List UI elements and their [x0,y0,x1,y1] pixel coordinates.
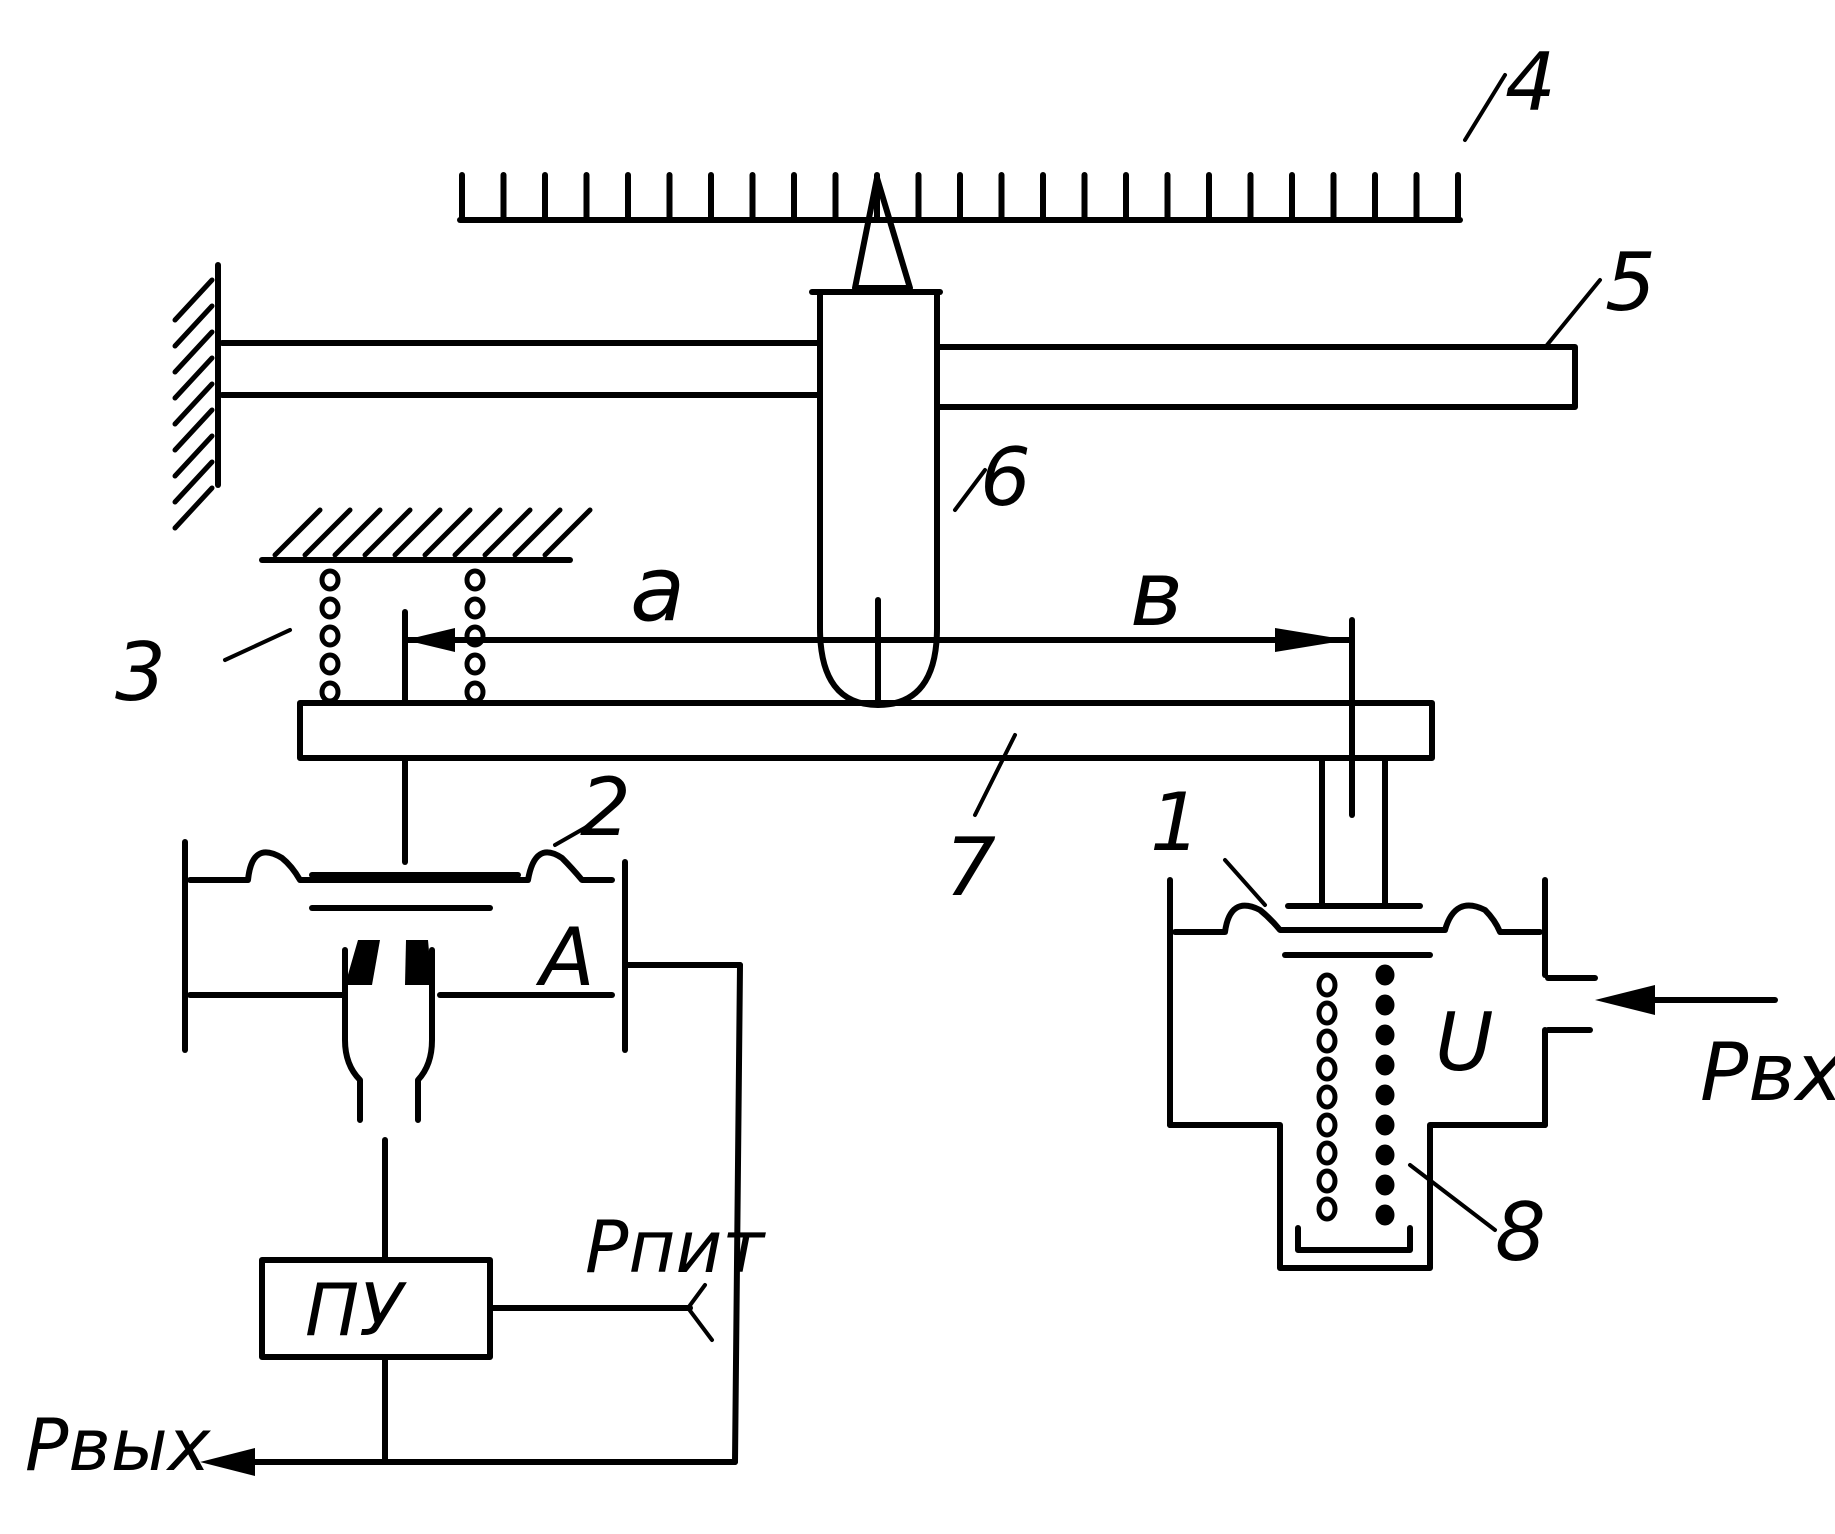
dim-arrow-left [405,628,455,652]
nozzle-right [405,940,432,985]
label-p-out: Рвых [25,1403,212,1487]
hatch-line [542,507,593,558]
bellows-2: 2 A [182,757,743,1123]
spring-coil [1316,1000,1338,1026]
hatch-line [482,507,533,558]
spring-coil [1375,1024,1395,1046]
spring-coil [1375,964,1395,986]
hatch-line [172,407,215,453]
leader-7 [973,733,1017,817]
spring-coil [1316,1028,1338,1054]
hatch-line [172,459,215,505]
spring-coil [464,652,486,676]
label-part-3: 3 [115,626,166,719]
membrane-1 [1172,902,1543,935]
spring-coil [1375,1084,1395,1106]
label-part-4: 4 [1505,36,1556,129]
spring-coil [1375,1114,1395,1136]
supply-fork [685,1283,714,1342]
pointer-tip [852,175,913,291]
leader-4 [1463,73,1507,142]
label-part-1: 1 [1150,776,1201,869]
bellows-1: U 1 8 Рвх [1150,755,1835,1279]
label-part-6: 6 [980,431,1031,524]
label-part-7: 7 [945,821,996,914]
hatch-line [302,507,353,558]
membrane-2 [187,849,615,883]
spring-coil [464,596,486,620]
spring-coil [1375,1174,1395,1196]
spring-coil [1375,994,1395,1016]
label-part-5: 5 [1605,236,1656,329]
dimensions: a в [402,537,1355,818]
input-arrow [1595,985,1655,1015]
hatch-line [452,507,503,558]
label-amplifier: ПУ [305,1268,407,1352]
label-part-8: 8 [1495,1186,1546,1279]
leader-5 [1545,278,1602,347]
spring-coil [319,680,341,704]
dim-arrow-right [1275,628,1348,652]
pointer-6: 6 [807,175,1031,708]
spring-coil [1316,1168,1338,1194]
spring-coil [1316,1140,1338,1166]
spring-coil [1316,1056,1338,1082]
spring-coil [1316,972,1338,998]
spring-coil [1316,1196,1338,1222]
label-dim-a: a [630,537,685,642]
hatch-line [332,507,383,558]
label-chamber-u: U [1435,996,1494,1089]
leader-8 [1408,1163,1497,1232]
leader-3 [223,628,292,662]
leader-2 [553,823,592,847]
hatch-line [172,303,215,349]
spring-coil [1375,1204,1395,1226]
hatch-line [172,381,215,427]
leader-6 [953,468,987,512]
spring-coil [464,680,486,704]
beam-7: 7 [297,700,1435,914]
hatch-line [422,507,473,558]
hatch-line [172,355,215,401]
output-arrow [200,1448,255,1476]
hatch-line [392,507,443,558]
spring-coil [1375,1144,1395,1166]
spring-coil [1316,1112,1338,1138]
spring-coil [319,652,341,676]
hatch-line [272,507,323,558]
arm-5: 5 [172,236,1656,531]
spring-coil [319,596,341,620]
hatch-line [172,277,215,323]
spring-coil [1375,1054,1395,1076]
leader-1 [1223,858,1267,907]
nozzle-left [345,940,380,985]
spring-coil [319,568,341,592]
label-p-in: Рвх [1700,1026,1835,1119]
scale-4: 4 [457,36,1556,223]
hatch-line [512,507,563,558]
label-part-2: 2 [580,761,631,854]
spring-coil [464,624,486,648]
spring-coil [464,568,486,592]
label-dim-b: в [1130,542,1183,647]
label-point-a: A [535,911,595,1004]
hatch-line [172,485,215,531]
spring-coil [1316,1084,1338,1110]
hatch-line [172,329,215,375]
hatch-line [362,507,413,558]
spring-coil [319,624,341,648]
chamber-body [1167,1122,1548,1271]
amplifier-pu: ПУ Рпит Рвых [25,962,766,1487]
spring-3: 3 [115,507,593,719]
hatch-line [172,433,215,479]
